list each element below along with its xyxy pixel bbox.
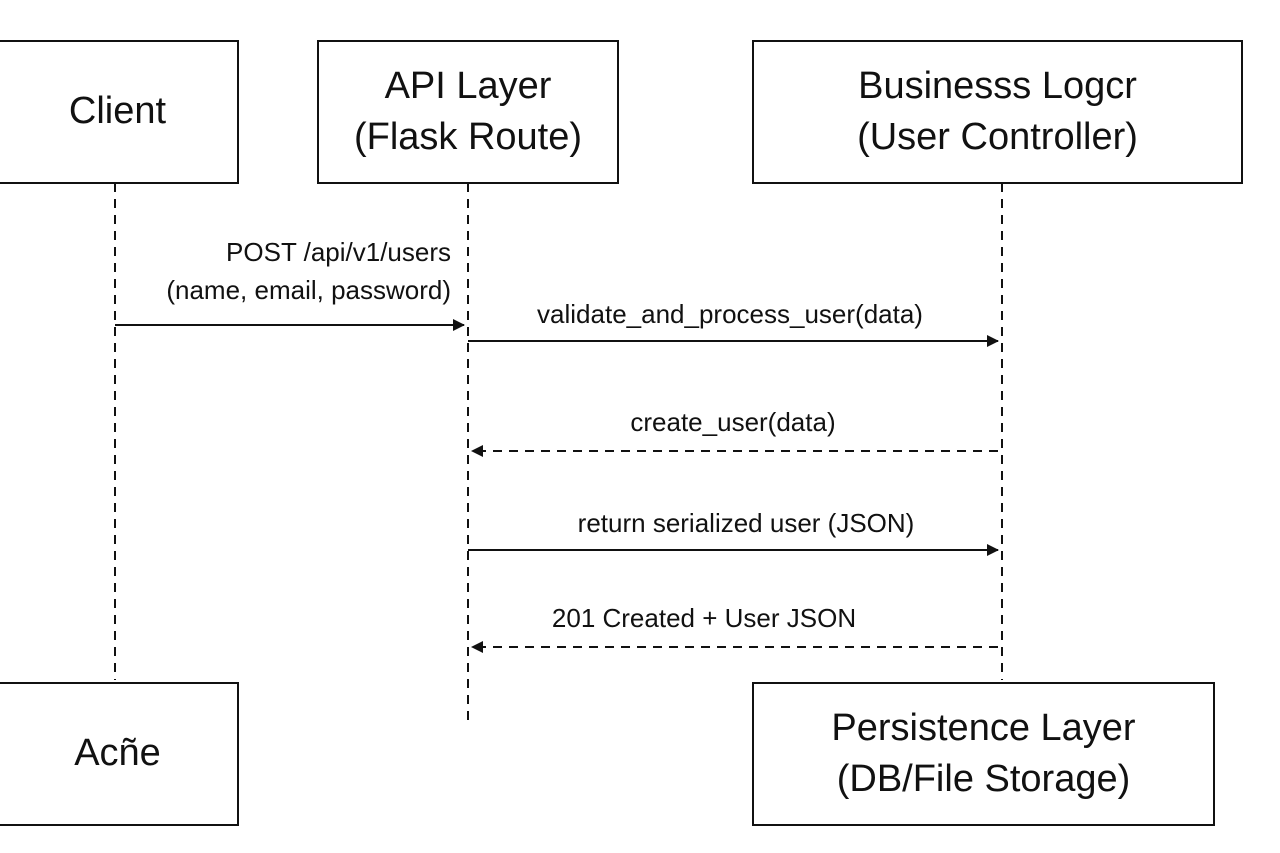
participant-business-logic: Businesss Logcr (User Controller) bbox=[752, 40, 1243, 184]
message-validate-text: validate_and_process_user(data) bbox=[537, 299, 923, 329]
participant-persistence-sublabel: (DB/File Storage) bbox=[836, 758, 1131, 800]
participant-api-layer: API Layer (Flask Route) bbox=[317, 40, 619, 184]
message-validate-label: validate_and_process_user(data) bbox=[537, 296, 923, 334]
participant-client-label: Client bbox=[68, 90, 167, 133]
message-201-created-text: 201 Created + User JSON bbox=[551, 603, 857, 633]
participant-persistence-layer: Persistence Layer (DB/File Storage) bbox=[752, 682, 1215, 826]
participant-api-label: API Layer bbox=[384, 64, 552, 107]
participant-client-bottom: Acñe bbox=[0, 682, 239, 826]
message-post-users-line2: (name, email, password) bbox=[166, 274, 451, 305]
participant-business-label: Businesss Logcr bbox=[858, 64, 1137, 107]
message-201-created-label: 201 Created + User JSON bbox=[552, 600, 856, 638]
participant-persistence-label: Persistence Layer bbox=[831, 706, 1136, 749]
participant-client: Client bbox=[0, 40, 239, 184]
message-create-user-label: create_user(data) bbox=[630, 404, 835, 442]
participant-business-sublabel: (User Controller) bbox=[857, 116, 1138, 158]
message-return-serialized-text: return serialized user (JSON) bbox=[577, 508, 915, 538]
participant-api-sublabel: (Flask Route) bbox=[353, 116, 583, 158]
participant-client-bottom-label: Acñe bbox=[74, 732, 161, 775]
message-create-user-text: create_user(data) bbox=[630, 407, 836, 437]
message-return-serialized-label: return serialized user (JSON) bbox=[578, 505, 915, 543]
message-post-users-line1: POST /api/v1/users bbox=[226, 237, 451, 267]
message-post-users-label: POST /api/v1/users (name, email, passwor… bbox=[166, 234, 451, 309]
